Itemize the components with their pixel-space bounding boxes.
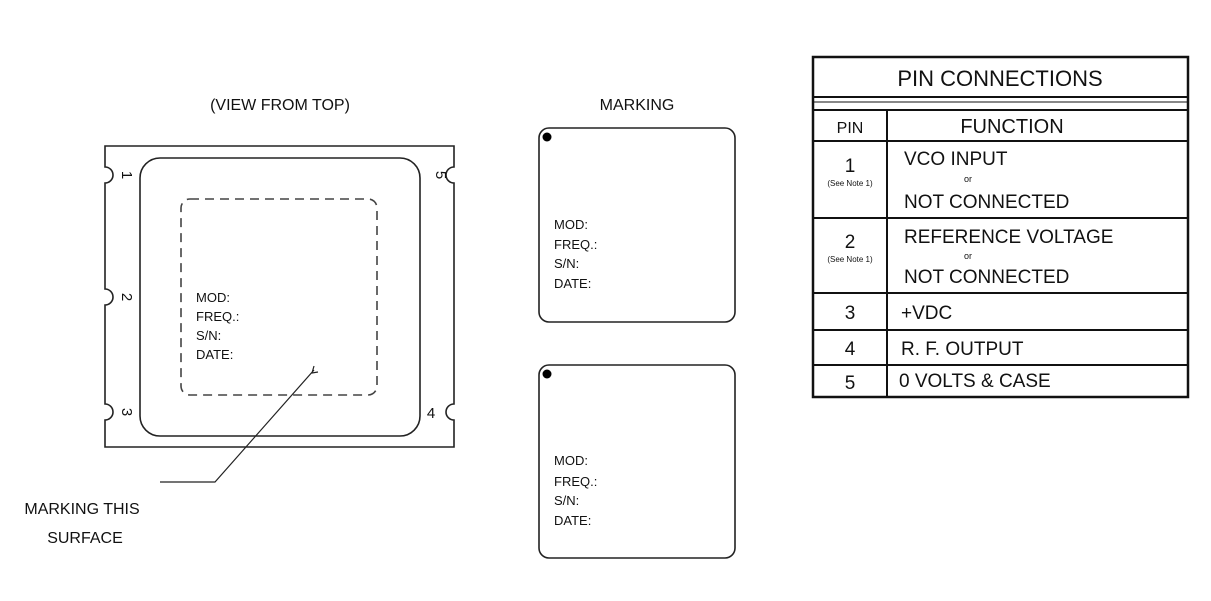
pin-label-2: 2 <box>118 293 135 301</box>
pin-note: (See Note 1) <box>827 255 873 264</box>
table-row: 4 R. F. OUTPUT <box>845 339 1024 360</box>
sn-label: S/N: <box>554 493 579 508</box>
mod-label: MOD: <box>554 453 588 468</box>
package-lid <box>139 157 421 437</box>
package-outline <box>104 145 455 448</box>
freq-label: FREQ.: <box>196 309 239 324</box>
marking-box-2 <box>538 364 736 559</box>
sn-label: S/N: <box>196 328 221 343</box>
pin-label-3: 3 <box>118 408 135 416</box>
pin-label-5: 5 <box>432 171 449 179</box>
pin-function: 0 VOLTS & CASE <box>899 371 1051 392</box>
table-row: 3 +VDC <box>845 303 953 324</box>
pin-label-4: 4 <box>427 405 435 422</box>
callout-line1: MARKING THIS <box>24 501 139 518</box>
or-text: or <box>964 251 972 261</box>
pin-function-alt: NOT CONNECTED <box>904 267 1069 288</box>
top-view: (VIEW FROM TOP) 1 2 3 4 5 MOD: FREQ.: S/… <box>24 97 455 547</box>
pin1-dot-icon <box>542 132 552 142</box>
table-row: 5 0 VOLTS & CASE <box>845 371 1051 394</box>
pin1-dot-icon <box>542 369 552 379</box>
pin-number: 3 <box>845 303 856 324</box>
table-title: PIN CONNECTIONS <box>897 66 1102 91</box>
pin-connections-table: PIN CONNECTIONS PIN FUNCTION 1 (See Note… <box>811 55 1190 399</box>
table-row: 2 (See Note 1) REFERENCE VOLTAGE or NOT … <box>827 227 1113 288</box>
pin-number: 1 <box>845 156 856 177</box>
mod-label: MOD: <box>196 290 230 305</box>
callout-leader <box>160 365 319 483</box>
pin-note: (See Note 1) <box>827 179 873 188</box>
pin-function: R. F. OUTPUT <box>901 339 1024 360</box>
header-function: FUNCTION <box>960 116 1063 138</box>
callout-line2: SURFACE <box>47 530 123 547</box>
sn-label: S/N: <box>554 256 579 271</box>
header-pin: PIN <box>837 120 864 137</box>
marking-title: MARKING <box>600 97 675 114</box>
pin-function: +VDC <box>901 303 952 324</box>
marking-area <box>180 198 378 396</box>
pin-number: 5 <box>845 373 856 394</box>
marking-examples: MARKING MOD: FREQ.: S/N: DATE: MOD: FREQ… <box>538 97 736 559</box>
or-text: or <box>964 174 972 184</box>
pin-function: REFERENCE VOLTAGE <box>904 227 1113 248</box>
mod-label: MOD: <box>554 217 588 232</box>
pin-label-1: 1 <box>118 171 135 179</box>
pin-number: 4 <box>845 339 856 360</box>
table-row: 1 (See Note 1) VCO INPUT or NOT CONNECTE… <box>827 149 1069 213</box>
marking-box-1 <box>538 127 736 323</box>
pin-function-alt: NOT CONNECTED <box>904 192 1069 213</box>
date-label: DATE: <box>196 347 233 362</box>
freq-label: FREQ.: <box>554 237 597 252</box>
date-label: DATE: <box>554 513 591 528</box>
pin-number: 2 <box>845 232 856 253</box>
date-label: DATE: <box>554 276 591 291</box>
freq-label: FREQ.: <box>554 474 597 489</box>
pin-function: VCO INPUT <box>904 149 1008 170</box>
top-view-title: (VIEW FROM TOP) <box>210 97 350 114</box>
